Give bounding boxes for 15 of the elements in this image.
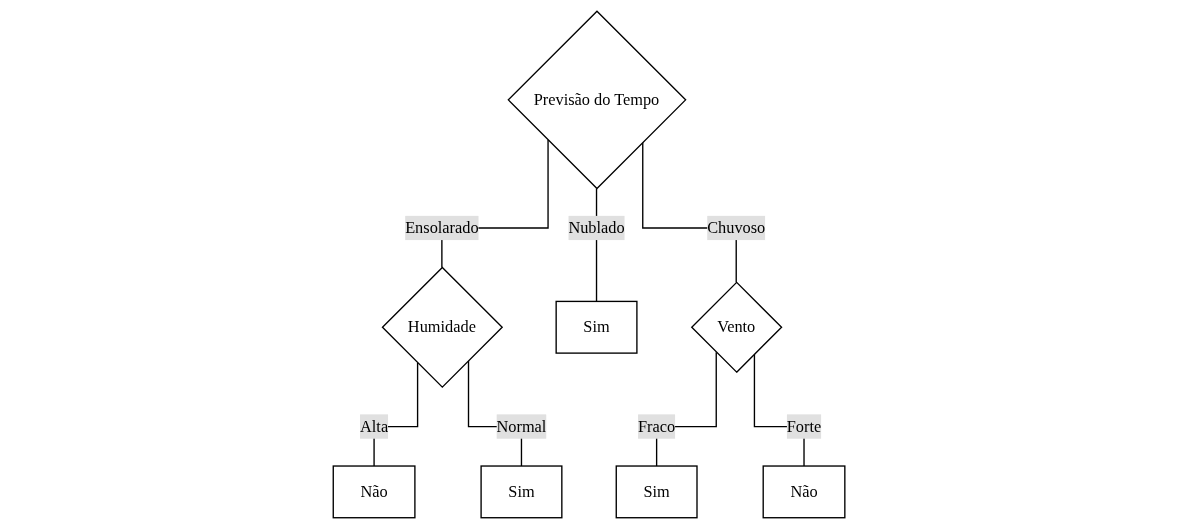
node-diamond: Humidade	[381, 266, 504, 389]
node-diamond: Vento	[690, 281, 783, 374]
edge-label: Ensolarado	[405, 218, 479, 237]
edge-label: Forte	[786, 417, 822, 436]
node-box: Sim	[555, 300, 638, 354]
node-box: Não	[332, 465, 416, 519]
node-box: Não	[762, 465, 846, 519]
edge-label: Normal	[496, 417, 547, 436]
edge-label: Fraco	[637, 417, 676, 436]
node-box: Sim	[615, 465, 698, 519]
edge-label: Alta	[359, 417, 389, 436]
edge-label: Nublado	[568, 218, 625, 237]
node-diamond: Previsão do Tempo	[507, 10, 687, 190]
node-box: Sim	[480, 465, 563, 519]
edge-label: Chuvoso	[707, 218, 766, 237]
